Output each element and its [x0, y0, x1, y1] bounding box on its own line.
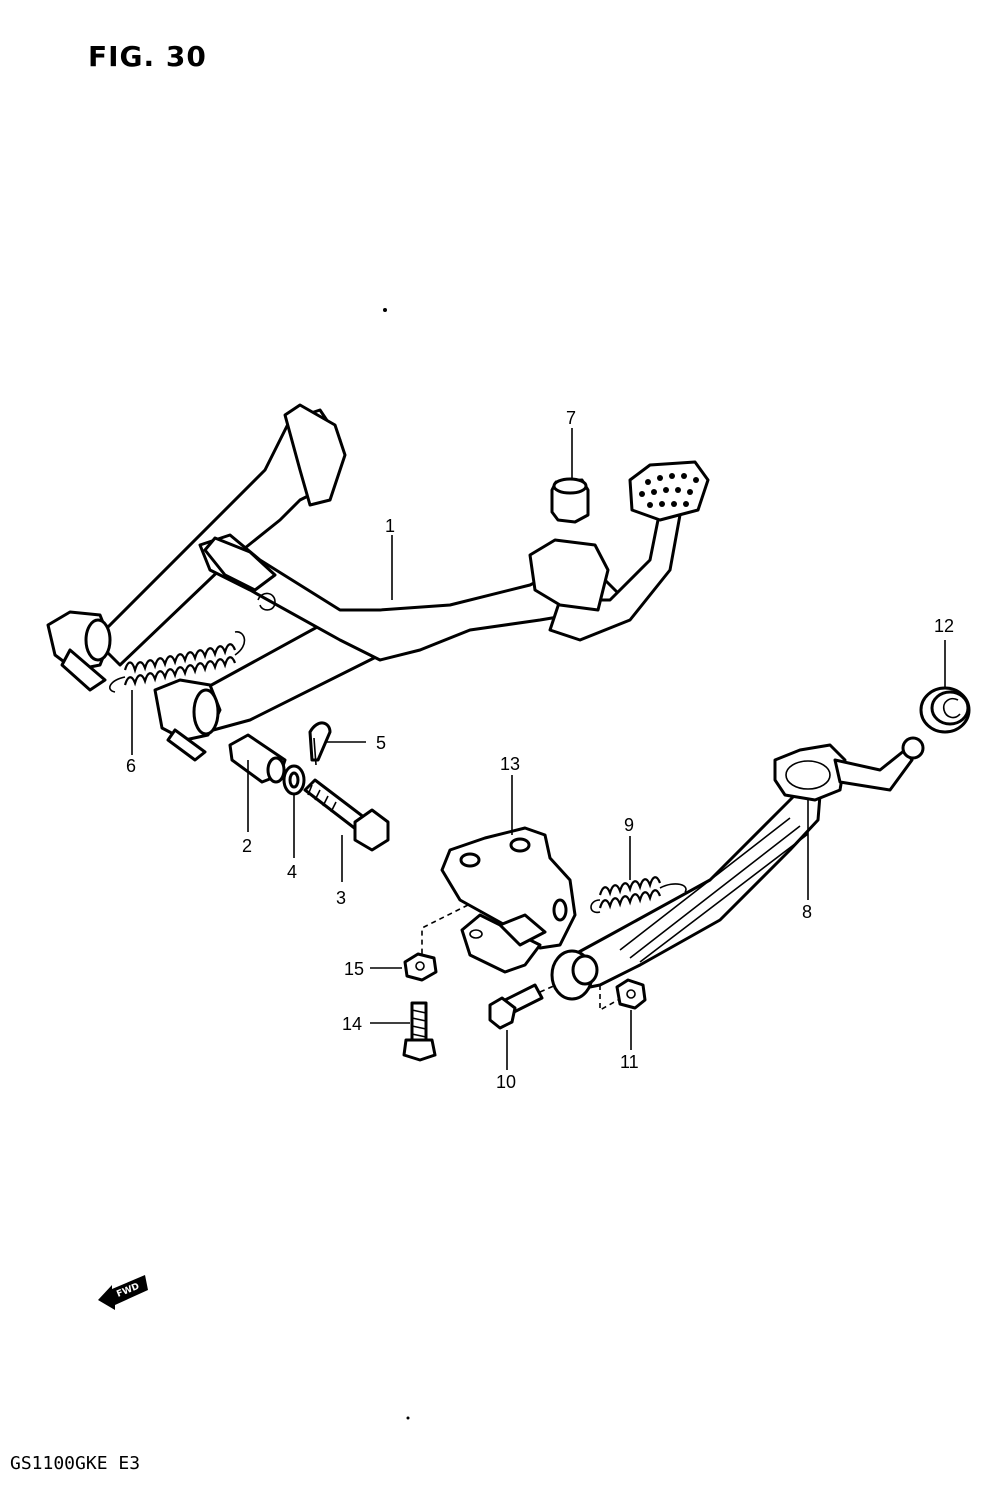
callout-6: 6: [126, 756, 136, 776]
callout-8: 8: [802, 902, 812, 922]
pedal-grip-dots: [639, 473, 699, 508]
side-stand: [550, 736, 925, 1001]
stand-nut: [615, 978, 647, 1010]
callout-12: 12: [934, 616, 954, 636]
stand-bolt: [488, 983, 544, 1030]
callout-3: 3: [336, 888, 346, 908]
fwd-arrow-icon: FWD: [98, 1275, 148, 1310]
rubber-cap: [919, 686, 971, 734]
cotter-pin: [308, 721, 332, 766]
callout-1: 1: [385, 516, 395, 536]
callout-7: 7: [566, 408, 576, 428]
bracket-nut: [403, 952, 438, 982]
washer: [282, 764, 306, 796]
pivot-bolt: [303, 778, 390, 852]
callout-2: 2: [242, 836, 252, 856]
bracket-bolt: [402, 1001, 437, 1062]
callout-11: 11: [620, 1052, 639, 1072]
callout-4: 4: [287, 862, 297, 882]
center-stand: [46, 403, 710, 762]
pivot-collar: [228, 733, 287, 784]
leader-lines: [131, 428, 946, 1070]
scan-speck: [406, 1416, 410, 1420]
return-spring: [590, 876, 687, 914]
assembly-line-bolt: [539, 984, 557, 993]
figure-title: FIG. 30: [88, 40, 207, 73]
callout-5: 5: [376, 733, 386, 753]
scan-speck: [383, 308, 387, 312]
callout-14: 14: [342, 1014, 362, 1034]
callout-10: 10: [496, 1072, 516, 1092]
bracket: [440, 826, 577, 974]
callout-15: 15: [344, 959, 364, 979]
callout-13: 13: [500, 754, 520, 774]
model-code: GS1100GKE E3: [10, 1453, 141, 1474]
stand-spring: [109, 631, 246, 693]
callout-9: 9: [624, 815, 634, 835]
assembly-line-nut: [599, 985, 619, 1012]
stopper-rubber: [550, 477, 590, 524]
